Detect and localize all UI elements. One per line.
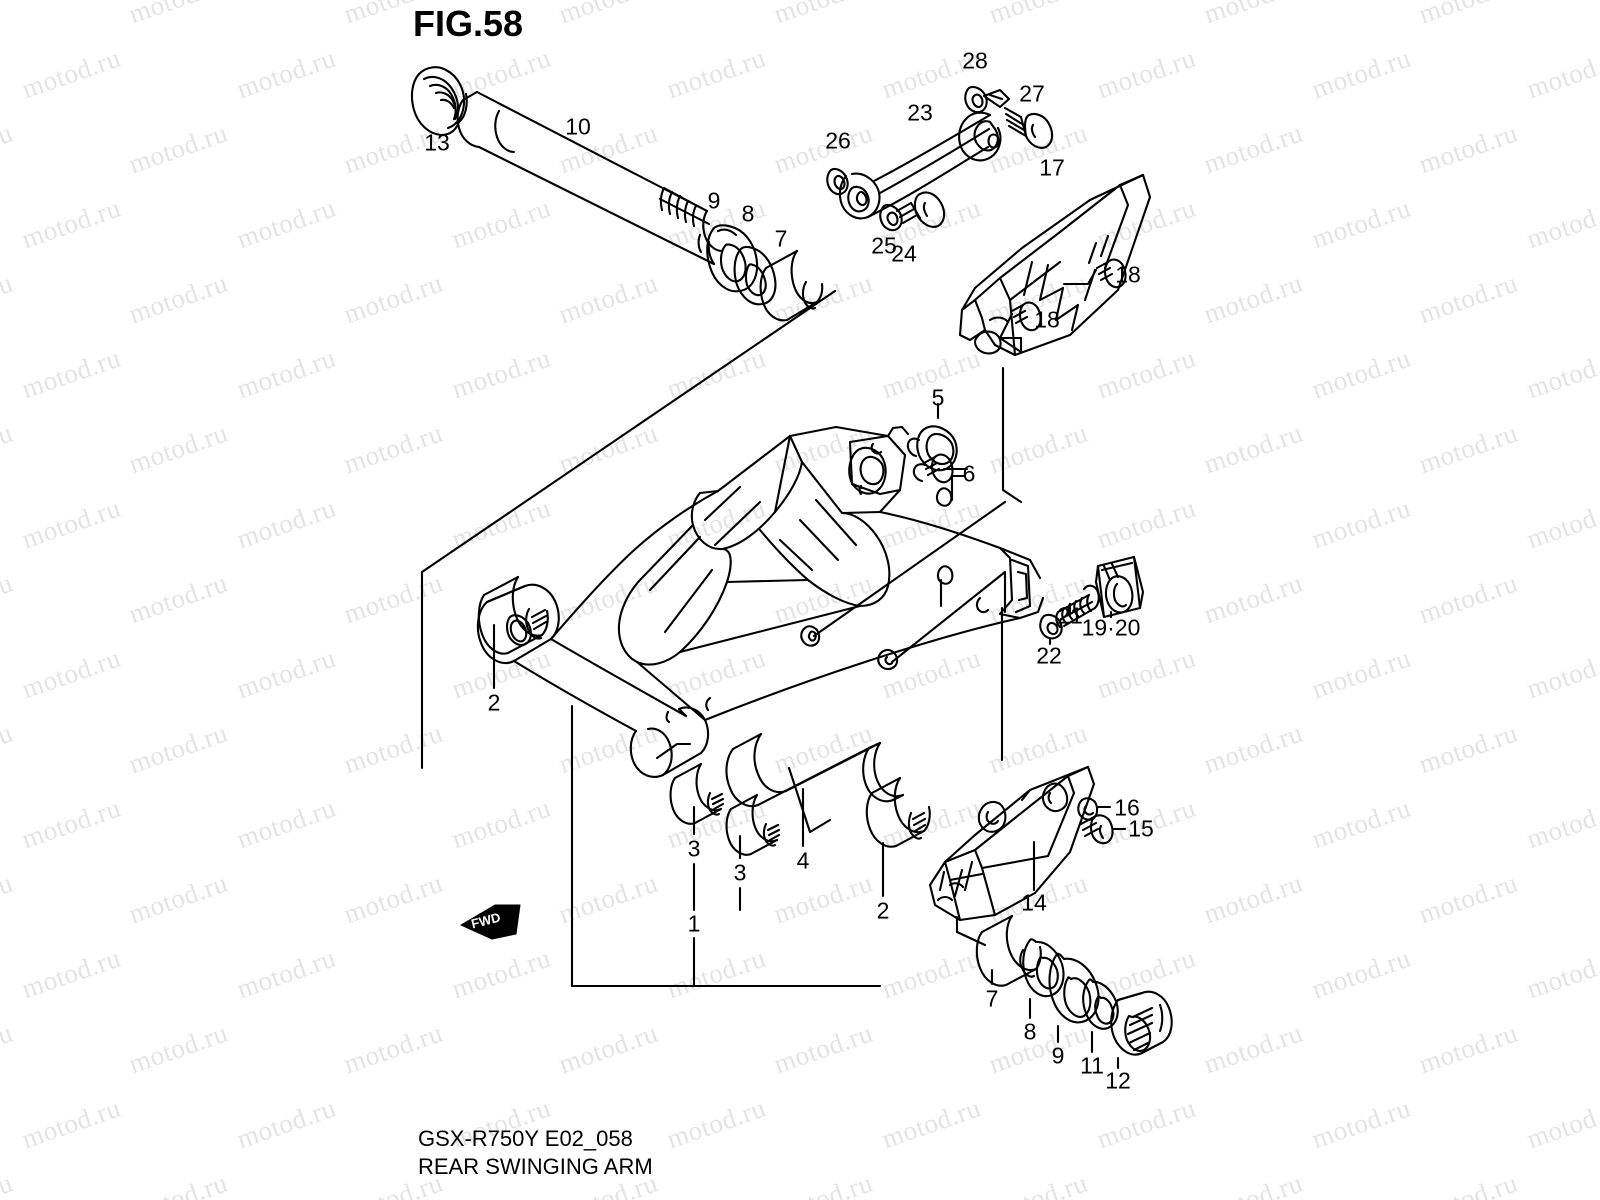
part-callout-15: 15 [1128,815,1154,842]
part-callout-3: 3 [687,835,701,862]
leader-7-long [420,289,837,574]
part-callout-22: 22 [1036,642,1062,669]
caption-title: REAR SWINGING ARM [418,1154,653,1179]
leader-17-down [1001,366,1023,504]
part-11-washer [1082,978,1119,1030]
part-18-bolt-upper [1095,258,1127,289]
part-6-bolt [922,453,954,484]
part-callout-12: 12 [1105,1067,1131,1094]
leader-bracket [890,570,1007,664]
part-callout-9: 9 [707,187,721,214]
part-3-bush-b [725,793,781,856]
part-13-cap [410,66,468,137]
part-callout-16: 16 [1114,794,1140,821]
part-callout-7: 7 [774,225,788,252]
part-callout-24: 24 [891,240,917,267]
part-3-bush-a [669,762,725,825]
leader-1-box [570,704,882,988]
part-5-cover [906,425,958,483]
part-callout-25: 25 [871,232,897,259]
part-14-chain-slider [928,765,1096,922]
part-callout-2: 2 [487,689,501,716]
leader-swingarm-to-17 [812,500,1007,638]
part-callout-21: 21 [1057,602,1083,629]
part-4-spacer-tube [725,732,905,808]
leader-18-lower [998,312,1023,354]
leader-18-upper [1062,268,1098,286]
part-callout-17: 17 [1039,154,1065,181]
leader-3-bracket [655,742,692,760]
part-7-spacer-top [759,249,824,322]
part-26-clip [826,167,849,196]
part-callout-5: 5 [931,384,945,411]
fwd-direction-label: FWD [469,909,502,932]
part-8-washer-top [733,245,777,306]
part-2-bush-left [477,575,549,655]
part-callout-8: 8 [1023,1018,1037,1045]
part-callout-18: 18 [1034,306,1060,333]
part-callout-1: 1 [687,910,701,937]
part-callout-26: 26 [825,127,851,154]
part-10-pivot-shaft [456,90,724,266]
caption-model: GSX-R750Y E02_058 [418,1126,633,1151]
part-24-bolt [895,191,946,228]
part-9-bearing-top [706,224,759,293]
part-1-swingarm-body [476,425,1045,778]
part-callout-8: 8 [741,200,755,227]
part-callout-2: 2 [876,897,890,924]
part-callout-9: 9 [1051,1042,1065,1069]
part-8-washer-bottom [1022,938,1065,998]
part-21-adjuster-bolt [1055,584,1100,629]
part-callout-28: 28 [962,47,988,74]
part-19-20-adjuster-block [1094,555,1145,619]
part-12-nut [1110,990,1173,1056]
part-callout-10: 10 [565,113,591,140]
part-25-washer [879,203,903,232]
leader-14-to-7 [955,915,987,947]
page-title: FIG.58 [413,3,524,44]
part-18-bolt-lower [1010,301,1042,332]
part-callout-4: 4 [796,847,810,874]
part-callout-23: 23 [907,99,933,126]
part-callout-11: 11 [1080,1052,1104,1079]
part-callout-7: 7 [985,985,999,1012]
part-callout-18: 18 [1115,261,1141,288]
leader-4-bracket [787,766,832,834]
part-callout-27: 27 [1019,80,1045,107]
leader-5-down [950,474,967,502]
part-27-bolt [1003,106,1054,149]
part-callout-19-20: 19·20 [1081,614,1141,641]
part-callout-3: 3 [733,859,747,886]
part-callout-13: 13 [424,129,450,156]
part-17-chain-guard [958,173,1152,357]
leader-18-lower-diag [998,336,1023,354]
part-2-bush-right [865,776,931,848]
part-callout-14: 14 [1021,889,1047,916]
part-15-bolt [1079,814,1114,845]
part-28-clip [964,85,988,114]
fwd-arrow [460,904,521,940]
part-callout-6: 6 [962,460,976,487]
part-9-bearing-bottom [1048,952,1100,1024]
